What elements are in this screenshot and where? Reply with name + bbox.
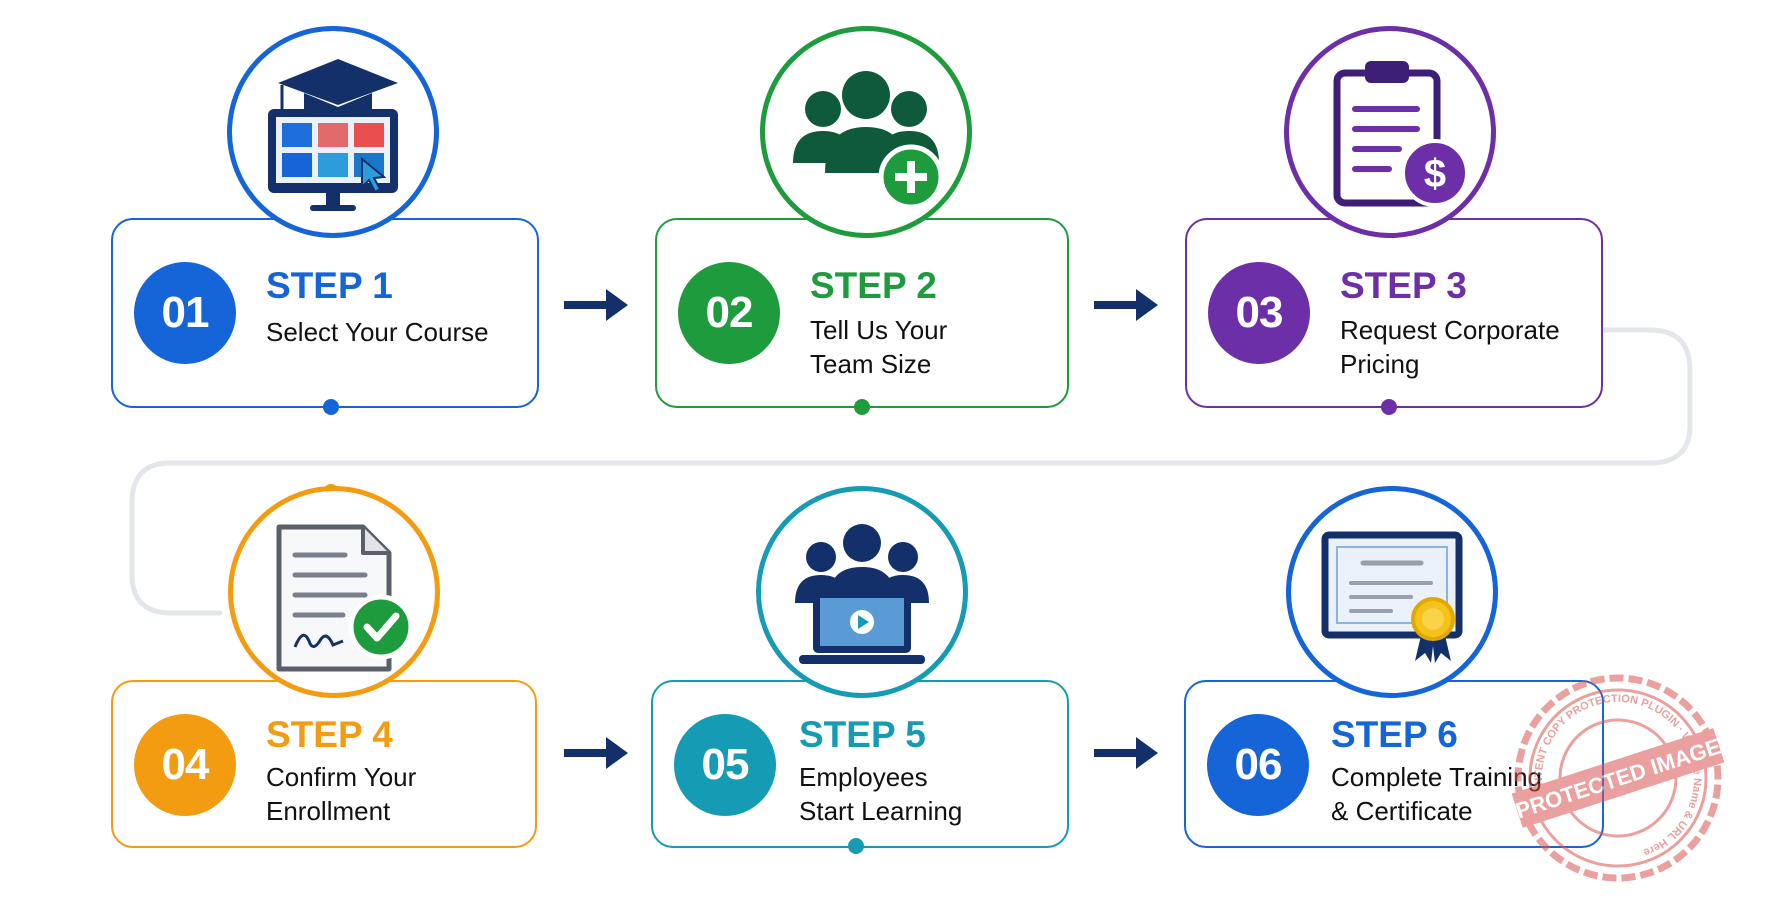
step-1-title: STEP 1 bbox=[266, 265, 393, 306]
step-3-icon-circle: $ bbox=[1284, 26, 1496, 238]
step-5-number-badge: 05 bbox=[674, 714, 776, 816]
step-2-icon-circle bbox=[760, 26, 972, 238]
online-learning-icon bbox=[795, 524, 929, 664]
step-4-number-badge: 04 bbox=[134, 714, 236, 816]
team-add-icon bbox=[793, 71, 944, 210]
step-3-description: Request Corporate Pricing bbox=[1340, 315, 1560, 379]
step-2-title: STEP 2 bbox=[810, 265, 937, 306]
step-3-card: 03 STEP 3 Request Corporate Pricing bbox=[1185, 218, 1603, 408]
step-5-title: STEP 5 bbox=[799, 714, 926, 755]
step-5-description: Employees Start Learning bbox=[799, 762, 963, 826]
step-1-bottom-dot bbox=[323, 399, 339, 415]
step-6-icon-circle bbox=[1286, 486, 1498, 698]
arrow-step-1-to-2 bbox=[564, 289, 628, 321]
step-2-number-badge: 02 bbox=[678, 262, 780, 364]
step-5-card: 05 STEP 5 Employees Start Learning bbox=[651, 680, 1069, 848]
step-4-title: STEP 4 bbox=[266, 714, 393, 755]
step-5-bottom-dot bbox=[848, 838, 864, 854]
step-1-card: 01 STEP 1 Select Your Course bbox=[111, 218, 539, 408]
step-1-icon-circle bbox=[227, 26, 439, 238]
clipboard-pricing-icon: $ bbox=[1333, 61, 1469, 207]
step-4-card: 04 STEP 4 Confirm Your Enrollment bbox=[111, 680, 537, 848]
step-6-title: STEP 6 bbox=[1331, 714, 1458, 755]
step-4-description: Confirm Your Enrollment bbox=[266, 762, 417, 826]
course-monitor-icon bbox=[268, 59, 398, 211]
certificate-icon bbox=[1321, 531, 1463, 663]
step-4-icon-circle bbox=[228, 486, 440, 698]
step-5-icon-circle bbox=[756, 486, 968, 698]
arrow-step-4-to-5 bbox=[564, 737, 628, 769]
svg-text:$: $ bbox=[1424, 152, 1446, 196]
step-1-number-badge: 01 bbox=[134, 262, 236, 364]
protected-image-watermark: CONTENT COPY PROTECTION PLUGIN · Website… bbox=[1484, 644, 1751, 911]
signed-document-icon bbox=[276, 524, 414, 672]
step-3-title: STEP 3 bbox=[1340, 265, 1467, 306]
step-2-bottom-dot bbox=[854, 399, 870, 415]
step-6-description: Complete Training & Certificate bbox=[1331, 762, 1542, 826]
step-2-description: Tell Us Your Team Size bbox=[810, 315, 948, 379]
arrow-step-2-to-3 bbox=[1094, 289, 1158, 321]
process-connector-line bbox=[129, 327, 1693, 616]
arrow-step-5-to-6 bbox=[1094, 737, 1158, 769]
step-3-bottom-dot bbox=[1381, 399, 1397, 415]
step-3-number-badge: 03 bbox=[1208, 262, 1310, 364]
step-2-card: 02 STEP 2 Tell Us Your Team Size bbox=[655, 218, 1069, 408]
step-1-description: Select Your Course bbox=[266, 317, 489, 347]
step-6-number-badge: 06 bbox=[1207, 714, 1309, 816]
